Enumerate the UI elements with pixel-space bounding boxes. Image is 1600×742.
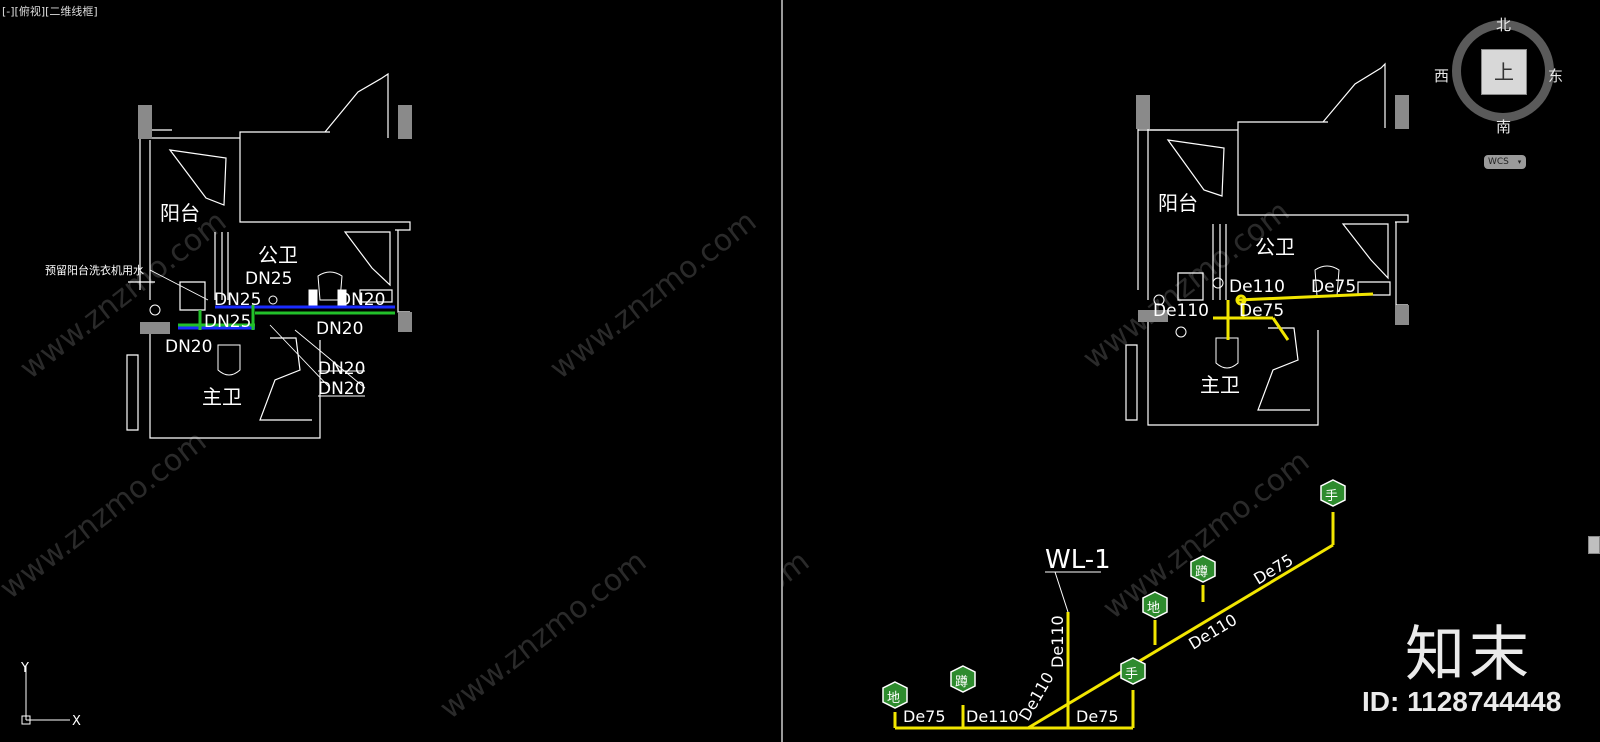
compass-north[interactable]: 北 (1496, 16, 1512, 34)
riser-label: WL-1 (1045, 545, 1111, 575)
room-label-public-bath: 公卫 (258, 243, 298, 267)
pipe-label: De110 (1015, 669, 1058, 724)
toilet-symbol (1314, 265, 1340, 297)
viewport-divider[interactable] (781, 0, 783, 742)
wcs-label: WCS (1488, 157, 1509, 167)
drainage-pipes-plan (1213, 292, 1374, 341)
wcs-menu-button[interactable]: WCS ▾ (1484, 155, 1526, 169)
svg-text:手: 手 (1125, 667, 1138, 682)
pipe-segment (1237, 292, 1374, 302)
fixture-tag: 地 (1142, 591, 1168, 619)
water-pipes (178, 305, 395, 330)
riser-pipe-labels: De75 De110 De110 De110 De75 De110 De75 (903, 550, 1297, 726)
toilet-symbol (1215, 337, 1239, 369)
pipe-label: De75 (903, 707, 946, 726)
svg-text:蹲: 蹲 (955, 675, 968, 690)
leader-lines (149, 269, 366, 397)
pipe-label: DN25 (204, 312, 251, 332)
pipe-label: DN20 (165, 337, 212, 357)
svg-text:蹲: 蹲 (1195, 565, 1208, 580)
pipe-label: De75 (1311, 277, 1356, 297)
compass-west[interactable]: 西 (1434, 67, 1450, 85)
washer-note: 预留阳台洗衣机用水 (45, 263, 144, 277)
pipe-label: De75 (1076, 707, 1119, 726)
wall-columns (1136, 95, 1409, 325)
scrollbar-thumb[interactable] (1588, 536, 1600, 554)
pipe-label: De110 (966, 707, 1019, 726)
floor-drain-symbol (1235, 294, 1247, 306)
pipe-label: DN20 (318, 359, 365, 379)
watermark-text: www.znzmo.com (543, 204, 763, 386)
riser-diagram (893, 512, 1335, 730)
ucs-icon: Y X (20, 661, 81, 729)
watermark-text: www.znzmo.com (1096, 444, 1316, 626)
pipe-label: DN25 (214, 290, 261, 310)
watermark-id: ID: 1128744448 (1362, 686, 1562, 717)
pipe-segment (1271, 317, 1290, 341)
right-viewport[interactable]: www.znzmo.com www.znzmo.com www.znzmo.co… (783, 0, 1600, 742)
fixtures (1153, 265, 1340, 369)
cube-top-face[interactable]: 上 (1481, 49, 1527, 95)
pipe-label: DN20 (318, 379, 365, 399)
watermark-text: www.znzmo.com (13, 204, 233, 386)
watermark-text: www.znzmo.com (0, 424, 213, 606)
fixture-tag: 手 (1120, 657, 1146, 685)
compass-south[interactable]: 南 (1496, 118, 1512, 136)
watermark-text: www.znzmo.com (783, 544, 816, 726)
ucs-x-label: X (72, 714, 81, 729)
watermark-logo: 知末 (1405, 620, 1533, 690)
room-label-master-bath: 主卫 (1200, 373, 1240, 397)
pipe-segment (1027, 543, 1334, 730)
pipe-size-labels: De110 De75 De110 De75 (1153, 277, 1356, 321)
room-label-master-bath: 主卫 (202, 385, 242, 409)
view-cube[interactable]: 上 北 南 西 东 (1434, 16, 1564, 136)
compass-east[interactable]: 东 (1548, 67, 1564, 85)
viewport-control-label[interactable]: [-][俯视][二维线框] (2, 5, 98, 18)
toilet-symbol (217, 344, 241, 376)
pipe-label: DN20 (316, 319, 363, 339)
svg-text:地: 地 (887, 691, 900, 706)
fixture-tag: 手 (1320, 479, 1346, 507)
fixture-tags: 地 蹲 手 地 蹲 手 (882, 479, 1346, 709)
pipe-label: De110 (1153, 301, 1209, 321)
pipe-label: De75 (1239, 301, 1284, 321)
fixture-tag: 蹲 (1190, 555, 1216, 583)
pipe-label: De75 (1250, 550, 1296, 588)
fixture-tag: 地 (882, 681, 908, 709)
svg-text:手: 手 (1325, 489, 1338, 504)
watermark-layer: www.znzmo.com www.znzmo.com www.znzmo.co… (0, 204, 763, 726)
svg-text:地: 地 (1147, 601, 1160, 616)
room-label-public-bath: 公卫 (1255, 235, 1295, 259)
pipe-size-labels: DN25 DN25 DN20 DN25 DN20 DN20 DN20 DN20 (165, 269, 385, 399)
pipe-label: DN20 (338, 290, 385, 310)
riser-leader (1045, 571, 1101, 613)
watermark-text: www.znzmo.com (433, 544, 653, 726)
ucs-y-label: Y (20, 661, 29, 676)
compass-ring[interactable] (1452, 20, 1554, 122)
right-drainage-drawing: www.znzmo.com www.znzmo.com www.znzmo.co… (783, 62, 1409, 730)
fixture-tag: 蹲 (950, 665, 976, 693)
pipe-label: De110 (1229, 277, 1285, 297)
left-floorplan-drawing: www.znzmo.com www.znzmo.com www.znzmo.co… (0, 72, 763, 726)
left-viewport[interactable]: [-][俯视][二维线框] www.znzmo.com www.znzmo.co… (0, 0, 781, 742)
room-label-balcony: 阳台 (160, 201, 200, 225)
chevron-down-icon: ▾ (1517, 158, 1522, 166)
room-label-balcony: 阳台 (1158, 191, 1198, 215)
pipe-label: DN25 (245, 269, 292, 289)
wall-columns (138, 105, 412, 334)
pipe-label: De110 (1048, 615, 1067, 668)
